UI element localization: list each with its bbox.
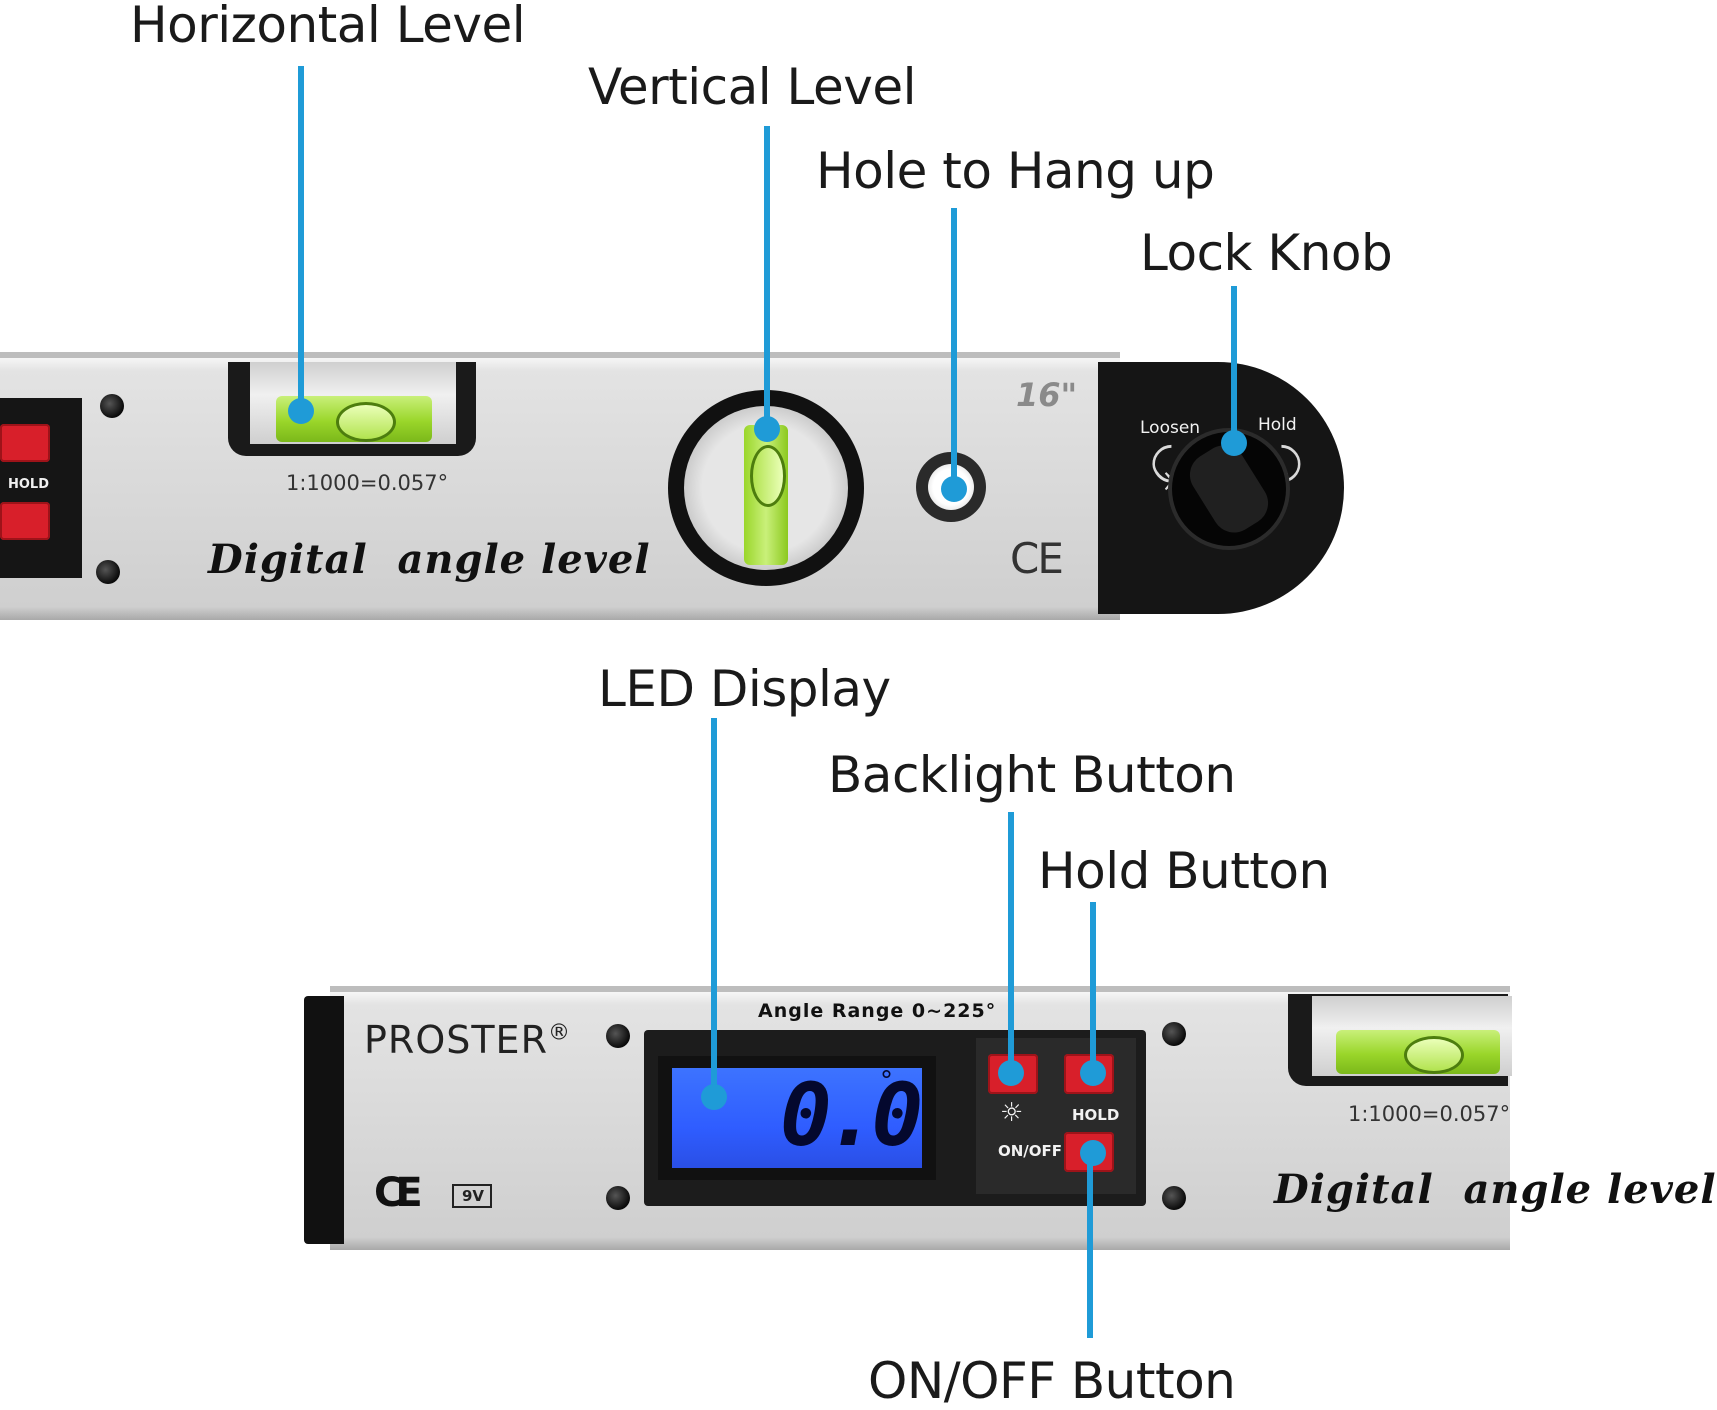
top-hold-button-upper[interactable] (0, 424, 50, 462)
bottom-horizontal-vial-bubble (1404, 1036, 1464, 1074)
callout-horizontal-level: Horizontal Level (130, 0, 526, 54)
leader-dot (941, 476, 967, 502)
leader-line (711, 718, 717, 1098)
horizontal-vial-bubble (336, 402, 396, 442)
leader-line (764, 126, 770, 428)
leader-dot (288, 398, 314, 424)
on-off-label: ON/OFF (998, 1142, 1063, 1160)
screw (606, 1024, 630, 1048)
callout-hold-button: Hold Button (1038, 842, 1330, 900)
size-mark: 16" (1016, 376, 1078, 414)
ce-mark: CE (1010, 534, 1064, 583)
top-hold-button-lower[interactable] (0, 502, 50, 540)
top-product-name: Digital angle level (208, 536, 651, 583)
callout-vertical-level: Vertical Level (588, 58, 917, 116)
lcd-unit: ° (880, 1066, 893, 1096)
ce-mark-bottom: CE (374, 1170, 423, 1216)
leader-line (1087, 1152, 1093, 1338)
lcd-reading: 0.0 (780, 1066, 923, 1166)
leader-line (1090, 902, 1096, 1074)
leader-dot (1080, 1060, 1106, 1086)
leader-line (1008, 812, 1014, 1074)
screw (100, 394, 124, 418)
top-vial-ratio: 1:1000=0.057° (286, 471, 449, 495)
callout-on-off-button: ON/OFF Button (868, 1352, 1236, 1410)
bottom-product-name: Digital angle level (1274, 1166, 1717, 1213)
callout-led-display: LED Display (598, 660, 891, 718)
end-cap (304, 996, 344, 1244)
leader-dot (754, 416, 780, 442)
leader-line (951, 208, 957, 488)
angle-range-label: Angle Range 0~225° (758, 1000, 997, 1022)
leader-dot (998, 1060, 1024, 1086)
callout-lock-knob: Lock Knob (1140, 224, 1393, 282)
brand-logo: PROSTER® (364, 1018, 571, 1062)
sun-icon: ☼ (1000, 1098, 1024, 1128)
leader-line (298, 66, 304, 410)
battery-icon: 9V (452, 1184, 493, 1208)
hold-knob-label: Hold (1258, 415, 1297, 435)
leader-dot (1221, 430, 1247, 456)
screw (606, 1186, 630, 1210)
hold-button-label: HOLD (1072, 1106, 1120, 1124)
callout-hole-to-hang-up: Hole to Hang up (816, 142, 1215, 200)
screw (96, 560, 120, 584)
screw (1162, 1186, 1186, 1210)
leader-line (1231, 286, 1237, 442)
registered-mark: ® (547, 1020, 571, 1046)
top-hold-label: HOLD (8, 477, 50, 492)
leader-dot (1080, 1140, 1106, 1166)
screw (1162, 1022, 1186, 1046)
loosen-label: Loosen (1140, 418, 1201, 438)
vertical-vial-bubble (750, 445, 786, 507)
bottom-vial-ratio: 1:1000=0.057° (1348, 1102, 1511, 1126)
callout-backlight-button: Backlight Button (828, 746, 1236, 804)
brand-name: PROSTER (364, 1018, 548, 1062)
leader-dot (701, 1084, 727, 1110)
